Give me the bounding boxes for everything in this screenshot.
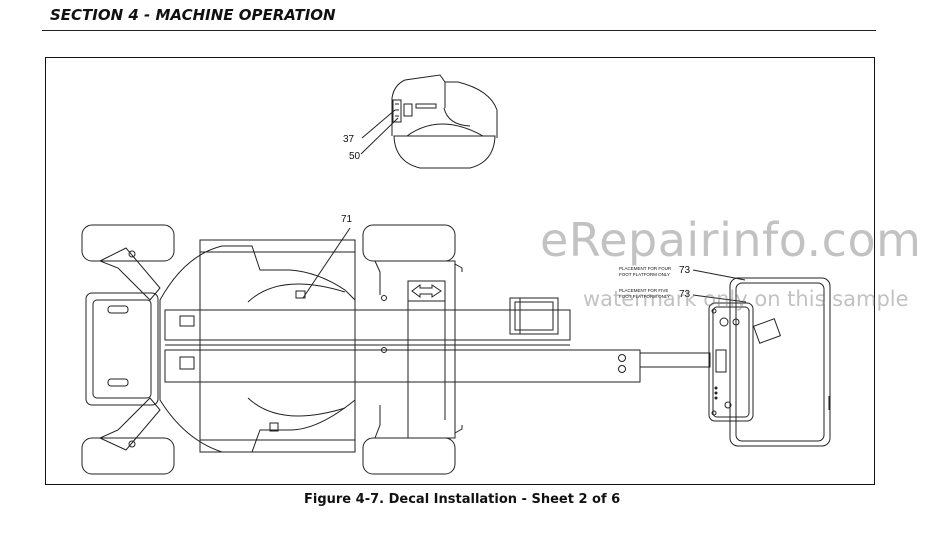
right-front-tire [362, 437, 456, 475]
platform-basket [729, 277, 831, 447]
figure-frame [45, 57, 875, 485]
right-rear-tire [362, 224, 456, 262]
header-rule [42, 30, 876, 31]
callout-71: 71 [341, 214, 353, 225]
watermark-note: watermark only on this sample [583, 287, 909, 311]
callout-37: 37 [343, 134, 355, 145]
turret-outline [159, 245, 356, 453]
figure-caption: Figure 4-7. Decal Installation - Sheet 2… [304, 492, 621, 507]
note-four-foot-line1: PLACEMENT FOR FOUR [619, 266, 672, 271]
turret-side-detail [360, 74, 498, 169]
callout-50: 50 [349, 151, 361, 162]
callout-73-five-foot: 73 [679, 289, 691, 300]
platform-control-console [708, 302, 754, 422]
direction-arrow-decal [407, 280, 446, 302]
note-four-foot-line2: FOOT PLATFORM ONLY [619, 272, 670, 277]
left-front-tire [81, 437, 175, 475]
left-rear-tire [81, 224, 175, 262]
section-title: SECTION 4 - MACHINE OPERATION [50, 6, 336, 24]
note-five-foot-line2: FOOT PLATFORM ONLY [619, 294, 670, 299]
callout-73-four-foot: 73 [679, 265, 691, 276]
watermark-brand: eRepairinfo.com [540, 213, 922, 267]
lower-boom [164, 349, 641, 383]
counterweight [85, 292, 159, 406]
note-five-foot-line1: PLACEMENT FOR FIVE [619, 288, 668, 293]
chassis [199, 239, 356, 453]
upper-boom [164, 309, 571, 341]
jib [639, 352, 711, 368]
